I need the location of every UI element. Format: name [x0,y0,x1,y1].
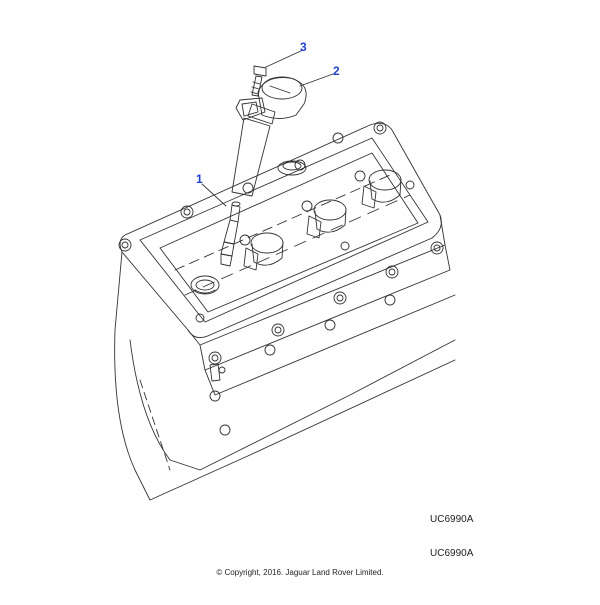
copyright-notice: © Copyright, 2016. Jaguar Land Rover Lim… [216,568,384,577]
callout-ignition-coil[interactable]: 2 [333,64,340,78]
callout-spark-plug[interactable]: 1 [196,172,203,186]
reference-code-secondary: UC6990A [430,548,474,559]
reference-code: UC6990A [430,514,474,525]
callout-coil-bolt[interactable]: 3 [300,40,307,54]
